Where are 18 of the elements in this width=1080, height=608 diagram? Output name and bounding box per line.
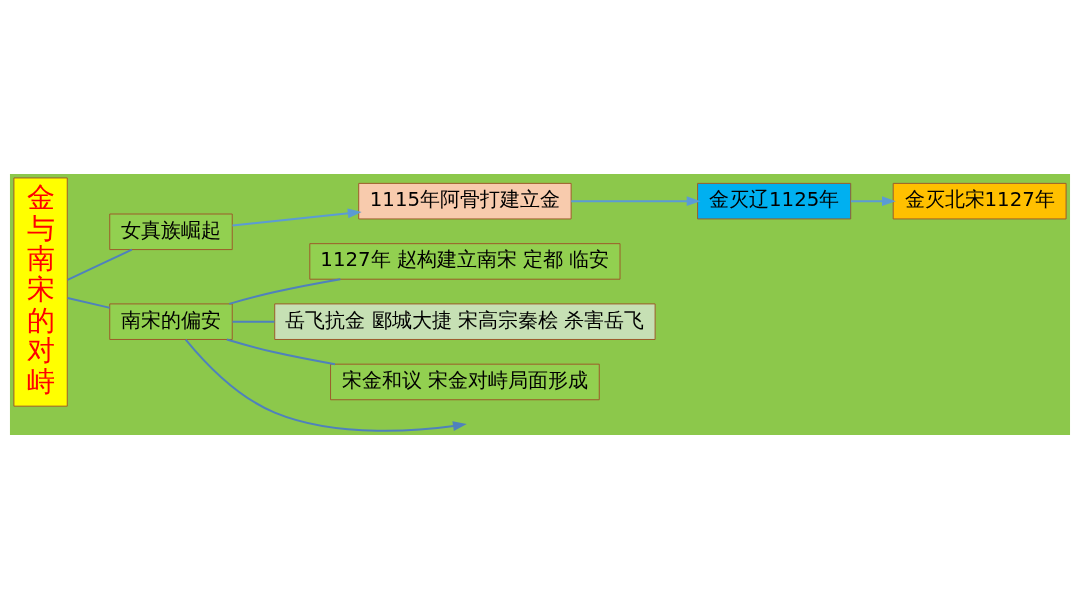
connector [66,248,133,281]
connector [66,296,111,309]
node-box: 金与南宋的对峙 [13,176,68,407]
arrow [184,338,467,432]
node-box: 1127年 赵构建立南宋 定都 临安 [309,242,621,280]
arrow [570,195,701,206]
connector [231,320,276,323]
connector [225,338,336,365]
node-box: 金灭北宋1127年 [892,182,1067,219]
connector [228,277,342,305]
arrow [849,195,896,206]
arrow [231,208,362,226]
node-box: 女真族崛起 [109,213,233,250]
node-box: 南宋的偏安 [109,302,233,340]
node-box: 金灭辽1125年 [697,182,852,219]
node-box: 1115年阿骨打建立金 [358,182,572,219]
node-box: 宋金和议 宋金对峙局面形成 [330,363,600,400]
node-box: 岳飞抗金 郾城大捷 宋高宗秦桧 杀害岳飞 [274,302,656,340]
